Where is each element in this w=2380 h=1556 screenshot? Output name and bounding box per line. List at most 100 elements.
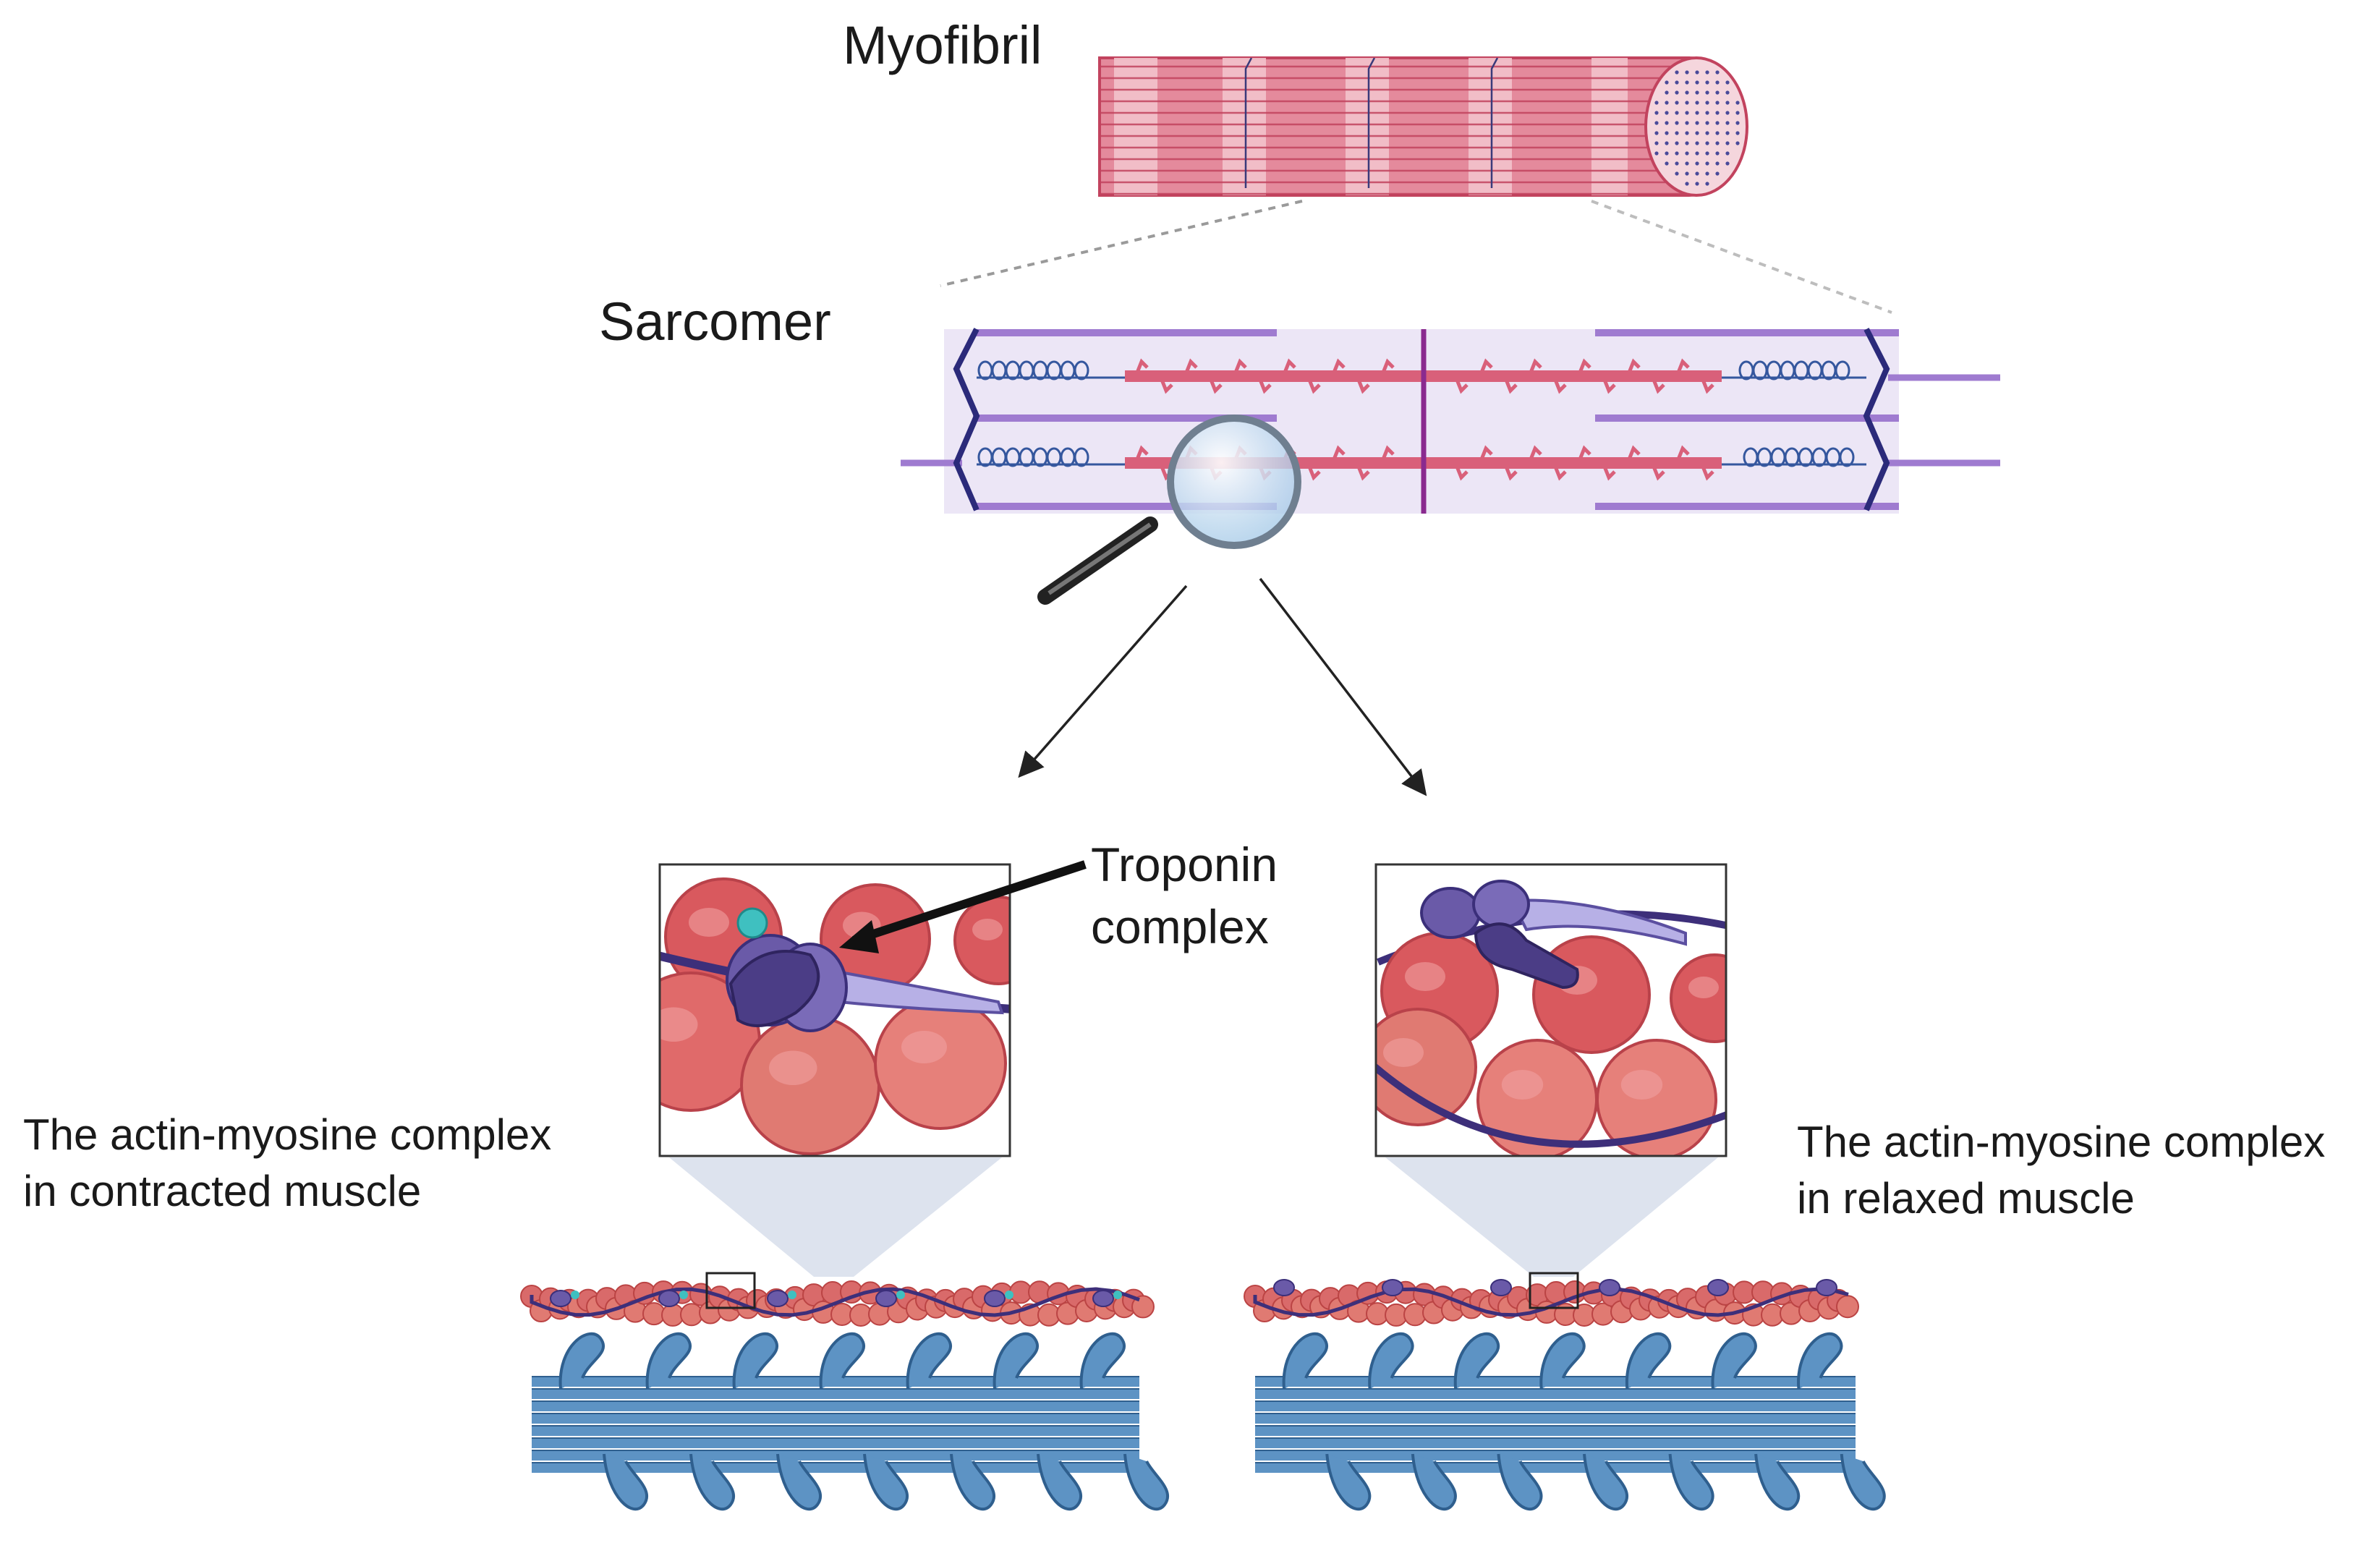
filament-dot <box>1735 121 1740 125</box>
myosin-head-up <box>1711 1332 1757 1390</box>
myosin-head <box>1675 445 1690 464</box>
filament-dot <box>1695 171 1699 176</box>
callout-contracted <box>669 1157 1002 1277</box>
filament-dot <box>1695 70 1699 75</box>
inset-contracted <box>658 863 1011 1157</box>
filament-dot <box>1665 131 1669 135</box>
myosin-head-up <box>819 1332 866 1390</box>
filament-dot <box>1725 101 1730 105</box>
actin-monomer <box>1670 953 1726 1043</box>
magnifier-handle-highlight <box>1047 522 1152 595</box>
troponin-c <box>1420 887 1481 939</box>
myofibril-cylinder <box>1098 56 1748 197</box>
myosin-head-up <box>1282 1332 1329 1390</box>
myosin-head <box>1478 445 1493 464</box>
actin-monomer <box>874 997 1007 1130</box>
filament-dot <box>1695 161 1699 166</box>
filament-dot <box>1715 141 1720 145</box>
light-band <box>1346 58 1389 195</box>
filament-dot <box>1695 80 1699 85</box>
myosin-head <box>1134 358 1149 377</box>
myosin-head-up <box>1453 1332 1500 1390</box>
myosin-head <box>1527 445 1542 464</box>
titin-coil <box>1839 447 1855 467</box>
filament-dot <box>1675 151 1679 156</box>
myosin-head-down <box>950 1453 996 1510</box>
titin-coil <box>1074 360 1089 381</box>
filament-dot <box>1675 131 1679 135</box>
inset-contracted-content <box>660 877 1010 1155</box>
myosin-head-up <box>1797 1332 1843 1390</box>
myosin-head-up <box>645 1332 692 1390</box>
actin-highlight <box>1688 977 1719 998</box>
myosin-head-down <box>689 1453 736 1510</box>
filament-dot <box>1695 141 1699 145</box>
myosin-head <box>1625 358 1641 377</box>
myosin-head <box>1675 358 1690 377</box>
myosin-head <box>1453 462 1469 481</box>
sarcomer-label: Sarcomer <box>599 292 831 352</box>
filament-dot <box>1705 111 1709 115</box>
myosin-head <box>1650 462 1665 481</box>
filament-dot <box>1705 80 1709 85</box>
tropomyosin-strand-lower <box>1376 1063 1726 1148</box>
filament-dot <box>1705 171 1709 176</box>
myosin-head-down <box>1037 1453 1083 1510</box>
filament-dot <box>1665 111 1669 115</box>
myosin-head-down <box>1325 1453 1372 1510</box>
actin-highlight <box>1620 1070 1663 1100</box>
filament-dot <box>1725 151 1730 156</box>
myosin-head-up <box>993 1332 1040 1390</box>
filament-dot <box>1705 182 1709 186</box>
filament-dot <box>1665 80 1669 85</box>
actin-monomer <box>740 1015 880 1155</box>
myosin-head <box>1650 375 1665 394</box>
myosin-head-down <box>1123 1453 1170 1510</box>
troponin-marker <box>550 1290 571 1307</box>
myosin-head-up <box>732 1332 779 1390</box>
filament-dot <box>1675 90 1679 95</box>
troponin-label-line2: complex <box>1091 900 1269 953</box>
titin-coil <box>1835 360 1850 381</box>
myosin-head <box>1330 358 1346 377</box>
filament-dot <box>1685 171 1689 176</box>
troponin-core <box>1474 922 1579 990</box>
filament-dot <box>1715 121 1720 125</box>
filament-dot <box>1715 80 1720 85</box>
myosin-head-up <box>1625 1332 1672 1390</box>
myosin-head-down <box>863 1453 909 1510</box>
actin-highlight <box>689 908 729 937</box>
filament-dot <box>1675 101 1679 105</box>
troponin-marker <box>1816 1279 1837 1296</box>
actin-highlight <box>769 1050 817 1085</box>
filament-dot <box>1715 70 1720 75</box>
myosin-head-down <box>1754 1453 1801 1510</box>
filament-dot <box>1705 90 1709 95</box>
filament-dot <box>1705 101 1709 105</box>
myosin-head <box>1355 375 1370 394</box>
actin-highlight <box>1405 962 1445 991</box>
filament-dot <box>1654 121 1659 125</box>
filament-dot <box>1715 131 1720 135</box>
filament-dot <box>1665 141 1669 145</box>
filament-dot <box>1695 182 1699 186</box>
titin-coil <box>1074 447 1089 467</box>
filament-dot <box>1665 121 1669 125</box>
actin-highlight <box>660 1007 698 1042</box>
filament-dot <box>1685 151 1689 156</box>
zoom-box-contracted <box>705 1272 756 1309</box>
callout-relaxed <box>1385 1157 1718 1277</box>
myosin-head <box>1478 358 1493 377</box>
myosin-head <box>1552 375 1567 394</box>
inset-relaxed-content <box>1376 880 1726 1156</box>
troponin-marker <box>658 1290 680 1307</box>
inset-relaxed <box>1374 863 1727 1157</box>
light-band <box>1223 58 1266 195</box>
filament-dot <box>1735 101 1740 105</box>
z-disc-left <box>953 328 980 511</box>
filament-dot <box>1725 141 1730 145</box>
filament-dot <box>1654 111 1659 115</box>
filament-dot <box>1654 101 1659 105</box>
